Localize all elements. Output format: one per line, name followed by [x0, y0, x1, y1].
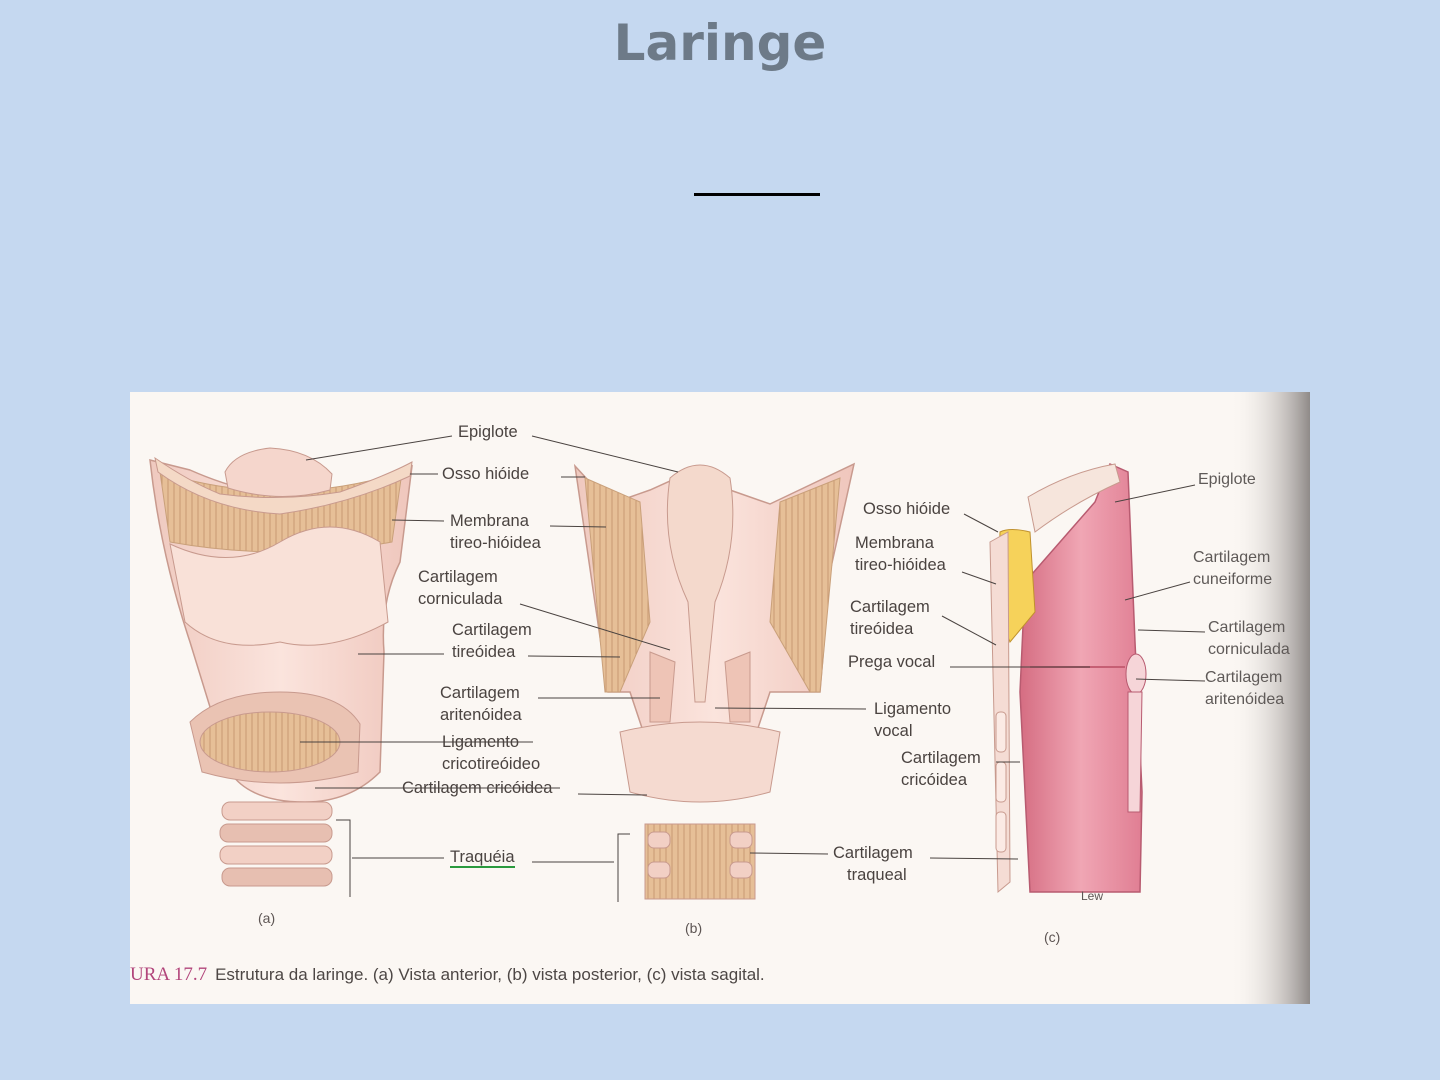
label-c-cart-tireoidea-2: tireóidea	[850, 620, 914, 638]
label-c-cart-cricoidea: Cartilagem	[901, 749, 981, 767]
label-c-cart-cuneiforme-2: cuneiforme	[1193, 571, 1273, 588]
panel-label-c: (c)	[1044, 929, 1061, 945]
label-osso-hioide: Osso hióide	[442, 465, 530, 483]
label-cart-tireoidea-2: tireóidea	[452, 643, 516, 661]
label-cart-corniculada-2: corniculada	[418, 590, 503, 608]
larynx-figure: Epiglote Osso hióide Membrana tireo-hiói…	[130, 392, 1310, 1004]
label-c-cart-corniculada: Cartilagem	[1208, 619, 1286, 636]
label-cart-cricoidea: Cartilagem cricóidea	[402, 779, 553, 797]
label-cart-traqueal: Cartilagem	[833, 844, 913, 862]
panel-label-b: (b)	[685, 920, 703, 936]
label-membrana-2: tireo-hióidea	[450, 534, 541, 552]
posterior-view	[573, 462, 856, 900]
label-c-osso-hioide: Osso hióide	[863, 500, 951, 518]
label-c-cart-tireoidea: Cartilagem	[850, 598, 930, 616]
title-rule	[694, 193, 820, 196]
label-cart-tireoidea: Cartilagem	[452, 621, 532, 639]
anterior-view	[149, 447, 413, 887]
caption-text: Estrutura da laringe. (a) Vista anterior…	[215, 965, 765, 984]
larynx-illustration	[149, 392, 1310, 1004]
label-ligamento-vocal-2: vocal	[874, 722, 913, 740]
label-c-cart-aritenoidea-2: aritenóidea	[1205, 691, 1285, 708]
figure-number: URA 17.7	[130, 964, 208, 985]
label-c-membrana: Membrana	[855, 534, 934, 552]
label-cart-traqueal-2: traqueal	[847, 866, 907, 884]
label-cart-aritenoidea-2: aritenóidea	[440, 706, 522, 724]
label-c-membrana-2: tireo-hióidea	[855, 556, 946, 574]
page-shadow	[1230, 392, 1310, 1004]
label-c-cart-cuneiforme: Cartilagem	[1193, 549, 1271, 566]
label-cart-aritenoidea: Cartilagem	[440, 684, 520, 702]
label-cart-corniculada: Cartilagem	[418, 568, 498, 586]
sagittal-view	[989, 462, 1147, 894]
slide-title: Laringe	[613, 14, 827, 72]
label-c-cart-aritenoidea: Cartilagem	[1205, 669, 1283, 686]
label-membrana: Membrana	[450, 512, 529, 530]
leader-lines	[300, 435, 1206, 902]
artist-signature: Lew	[1081, 889, 1104, 903]
label-c-prega-vocal: Prega vocal	[848, 653, 936, 671]
label-c-cart-cricoidea-2: cricóidea	[901, 771, 968, 789]
panel-label-a: (a)	[258, 910, 276, 926]
label-c-epiglote: Epiglote	[1198, 471, 1256, 488]
figure-caption: URA 17.7 Estrutura da laringe. (a) Vista …	[130, 964, 765, 986]
label-ligamento-vocal: Ligamento	[874, 700, 952, 718]
label-traqueia: Traquéia	[450, 848, 515, 868]
label-epiglote: Epiglote	[458, 423, 518, 441]
label-c-cart-corniculada-2: corniculada	[1208, 641, 1290, 658]
label-ligamento-2: cricotireóideo	[442, 755, 541, 773]
label-ligamento: Ligamento	[442, 733, 520, 751]
